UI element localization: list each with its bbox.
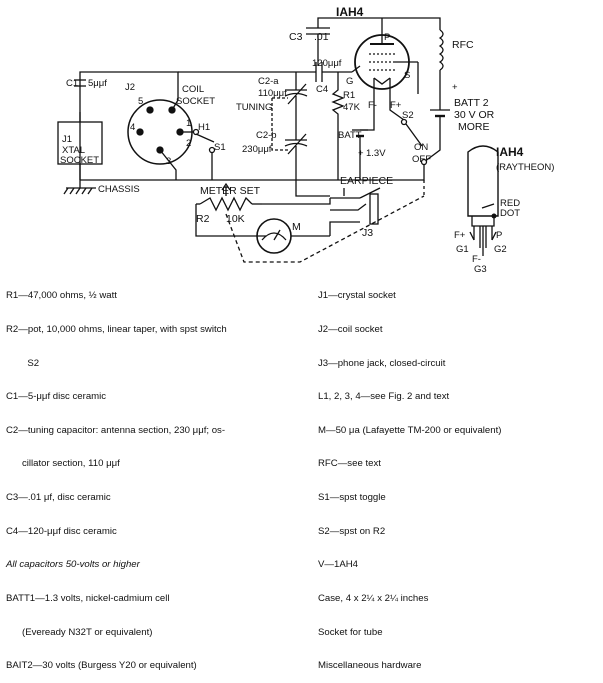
red-label: RED [500,198,520,209]
circuit-wiring [57,17,499,263]
c2a-label: C2-a [258,76,279,87]
c3-value: .01 [314,31,329,43]
c1-label: C1 [66,78,78,89]
parts-line: R1—47,000 ohms, ½ watt [6,290,117,302]
lead-g3-label: G3 [474,264,487,272]
parts-line: L1, 2, 3, 4—see Fig. 2 and text [318,391,450,403]
parts-list-left: R1—47,000 ohms, ½ watt R2—pot, 10,000 oh… [6,268,311,683]
lead-g1-label: G1 [456,244,469,255]
coil-socket-label: SOCKET [176,96,215,107]
c3-label: C3 [289,31,303,43]
s1-label: S1 [214,142,226,153]
pin-2-label: 2 [186,138,191,149]
f-minus-label: F- [368,100,377,111]
parts-line: J3—phone jack, closed-circuit [318,357,446,369]
xtal-label: XTAL [62,145,85,156]
r1-value: 47K [343,102,361,113]
lead-fminus-label: F- [472,254,481,265]
batt-label: BATT [338,130,362,141]
batt2-value: 30 V OR [454,109,495,121]
c2b-label: C2-b [256,130,277,141]
tuning-label: TUNING [236,102,272,113]
pin-1-label: 1 [186,118,191,129]
parts-line: C2—tuning capacitor: antenna section, 23… [6,424,226,436]
parts-line: C3—.01 μf, disc ceramic [6,492,111,504]
parts-line: All capacitors 50-volts or higher [6,559,140,571]
parts-line: Miscellaneous hardware [318,660,422,672]
chassis-label: CHASSIS [98,184,140,195]
batt-value: 1.3V [366,148,386,159]
meter-set-label: METER SET [200,185,261,197]
plate-label: P [384,32,390,43]
batt2-more: MORE [458,121,490,133]
f-plus-label: F+ [390,100,402,111]
c2a-value: 110μμf [258,88,287,99]
parts-line: C1—5-μμf disc ceramic [6,391,107,403]
j3-label: J3 [362,227,373,239]
coil-label: COIL [182,84,204,95]
red-dot-marker [491,213,497,219]
parts-line: BATT1—1.3 volts, nickel-cadmium cell [6,592,170,604]
grid-label: G [346,76,353,87]
xtal-socket-label: SOCKET [60,155,99,166]
lead-g2-label: G2 [494,244,507,255]
dot-label: DOT [500,208,520,219]
parts-line: S2—spst on R2 [318,525,386,537]
schematic-diagram: IAH4 RFC C3 .01 C1 5μμf 120μμf C4 C2-a 1… [57,5,554,272]
c4-value: 120μμf [312,58,342,69]
batt2-label: BATT 2 [454,97,489,109]
parts-line: C4—120-μμf disc ceramic [6,525,117,537]
tube-label-side: IAH4 [496,145,524,159]
raytheon-label: (RAYTHEON) [496,162,554,173]
on-label: ON [414,142,428,153]
parts-line: J2—coil socket [318,324,383,336]
parts-line: Case, 4 x 2¼ x 2¼ inches [318,592,429,604]
j2-label: J2 [125,82,135,93]
pin-5-label: 5 [138,96,143,107]
r2-value: 10K [226,213,245,225]
lead-p-label: P [496,230,502,241]
parts-line: S2 [6,357,40,369]
lead-fplus-label: F+ [454,230,466,241]
off-label: OFF [412,154,431,165]
s2-label: S2 [402,110,414,121]
parts-line: R2—pot, 10,000 ohms, linear taper, with … [6,324,227,336]
meter-label: M [292,221,301,233]
parts-line: V—1AH4 [318,559,358,571]
h1-label: H1 [198,122,210,133]
earpiece-label: EARPIECE [340,175,393,187]
parts-list-right: J1—crystal socket J2—coil socket J3—phon… [318,268,600,683]
j1-label: J1 [62,134,72,145]
r2-label: R2 [196,213,210,225]
parts-line: J1—crystal socket [318,290,396,302]
rfc-label: RFC [452,39,474,51]
c1-value: 5μμf [88,78,107,89]
parts-line: RFC—see text [318,458,381,470]
batt-plus-label: + [358,148,364,159]
c2b-value: 230μμf [242,144,272,155]
tube-label-top: IAH4 [336,5,364,19]
pin-3-label: 3 [166,156,171,167]
parts-line: M—50 μa (Lafayette TM-200 or equivalent) [318,424,502,436]
parts-line: S1—spst toggle [318,492,386,504]
parts-line: BAIT2—30 volts (Burgess Y20 or equivalen… [6,660,197,672]
c4-label: C4 [316,84,328,95]
pin-4-label: 4 [130,122,135,133]
batt2-plus-label: + [452,82,458,93]
r1-label: R1 [343,90,355,101]
parts-line: Socket for tube [318,626,383,638]
screen-label: S [404,70,410,81]
parts-line: cillator section, 110 μμf [6,458,120,470]
parts-line: (Eveready N32T or equivalent) [6,626,153,638]
